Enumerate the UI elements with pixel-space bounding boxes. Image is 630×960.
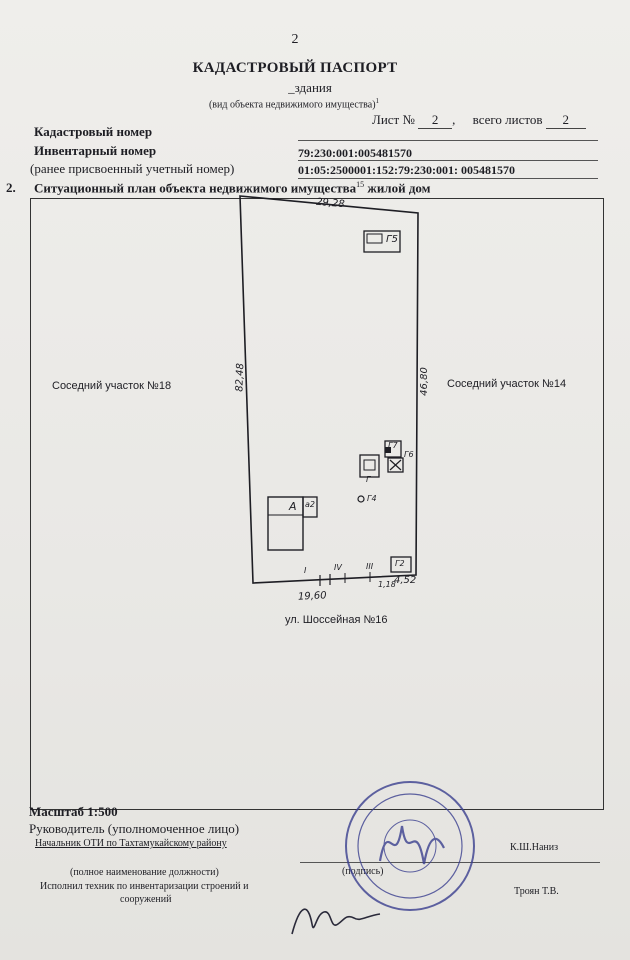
head-name: К.Ш.Наниз	[510, 842, 559, 853]
label-g6: Г6	[404, 450, 414, 459]
label-g2: Г2	[395, 559, 405, 568]
neighbor-right: Соседний участок №14	[447, 378, 567, 390]
prev-underline	[298, 178, 598, 179]
section-number: 2.	[6, 180, 16, 195]
signature-note: (подпись)	[342, 866, 384, 877]
inventory-label: Инвентарный номер	[34, 143, 157, 158]
executor-signature-icon	[291, 908, 381, 935]
building-g1-inner	[363, 459, 376, 471]
cadastral-underline	[298, 140, 598, 141]
inventory-underline	[298, 160, 598, 161]
prev-value: 01:05:2500001:152:79:230:001: 005481570	[298, 163, 515, 177]
head-org: Начальник ОТИ по Тахтамукайскому району	[35, 838, 227, 849]
section-title: Ситуационный план объекта недвижимого им…	[34, 180, 357, 196]
dim-bottom-right: 4,52	[394, 575, 417, 586]
label-g7: Г7	[388, 441, 398, 450]
building-g2	[390, 556, 412, 573]
building-g5	[363, 230, 401, 253]
note-sup: 1	[375, 97, 380, 105]
document-title: КАДАСТРОВЫЙ ПАСПОРТ	[192, 60, 398, 76]
dim-top: 29,28	[315, 196, 346, 211]
label-iv: IV	[334, 563, 342, 572]
page-number: 2	[291, 32, 299, 47]
label-a2: а2	[305, 500, 315, 509]
cadastral-label: Кадастровый номер	[34, 124, 153, 139]
section-heading: Ситуационный план объекта недвижимого им…	[34, 180, 431, 196]
dim-small: 1,18	[378, 580, 396, 589]
g7-fill	[385, 447, 391, 453]
label-a: А	[289, 500, 297, 513]
executor-line2: сооружений	[120, 894, 172, 905]
neighbor-left: Соседний участок №18	[52, 380, 172, 392]
sheet-info: Лист № 2, всего листов 2	[372, 112, 586, 129]
position-note: (полное наименование должности)	[70, 867, 219, 878]
executor-line1: Исполнил техник по инвентаризации строен…	[40, 881, 249, 892]
parcel-boundary	[239, 195, 419, 584]
building-a2	[302, 496, 318, 518]
head-label: Руководитель (уполномоченное лицо)	[29, 821, 240, 836]
label-g4: Г4	[367, 494, 377, 503]
object-type-value: здания	[294, 80, 332, 95]
building-g6	[387, 457, 404, 473]
section-object: жилой дом	[367, 180, 431, 196]
street-label: ул. Шоссейная №16	[285, 614, 388, 626]
label-iii: III	[366, 562, 374, 571]
dim-bottom: 19,60	[297, 590, 327, 603]
prev-label: (ранее присвоенный учетный номер)	[30, 161, 235, 176]
building-g1	[359, 454, 380, 478]
object-type: _здания	[288, 80, 332, 95]
dim-right: 46,80	[418, 367, 430, 396]
object-type-note-text: (вид объекта недвижимого имущества)	[208, 99, 376, 111]
object-type-note: (вид объекта недвижимого имущества)1	[209, 97, 379, 110]
scale-label: Масштаб 1:500	[29, 804, 118, 819]
building-a	[267, 496, 304, 551]
executor-name: Троян Т.В.	[514, 886, 559, 897]
total-value: 2	[545, 112, 586, 129]
situation-plan-frame	[30, 198, 604, 810]
well-marker	[357, 495, 365, 503]
dim-left: 82,48	[234, 362, 247, 393]
label-g1: Г	[366, 475, 371, 484]
section-sup: 15	[356, 180, 365, 189]
label-i: I	[304, 566, 307, 575]
building-g5-inner	[366, 233, 383, 244]
sheet-label: Лист №	[372, 112, 415, 127]
total-label: всего листов	[472, 112, 543, 127]
signature-line	[300, 862, 600, 863]
official-stamp-icon	[345, 781, 475, 911]
label-g5: Г5	[386, 234, 398, 245]
inventory-value: 79:230:001:005481570	[298, 146, 412, 160]
sheet-number: 2	[418, 112, 453, 129]
